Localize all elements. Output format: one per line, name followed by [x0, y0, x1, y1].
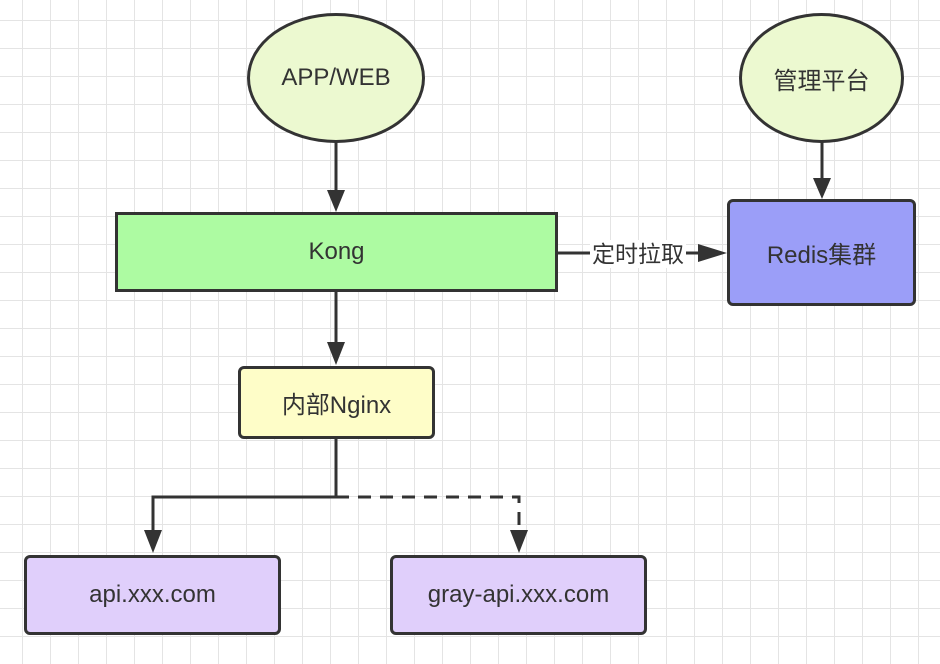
- node-admin-platform: 管理平台: [739, 13, 904, 143]
- node-redis-cluster-label: Redis集群: [766, 242, 877, 269]
- node-gray-api: gray-api.xxx.com: [390, 555, 647, 635]
- node-kong: Kong: [115, 212, 558, 292]
- arrowhead-kong-to-redis: [698, 244, 727, 262]
- arrowhead-admin-to-redis: [813, 178, 831, 199]
- arrowhead-kong-to-nginx: [327, 342, 345, 365]
- edge-label-kong-to-redis: 定时拉取: [590, 240, 686, 268]
- node-internal-nginx: 内部Nginx: [238, 366, 435, 439]
- node-internal-nginx-label: 内部Nginx: [281, 392, 392, 419]
- node-api-label: api.xxx.com: [89, 581, 216, 608]
- edge-nginx-to-gray-api: [336, 495, 521, 536]
- node-redis-cluster: Redis集群: [727, 199, 916, 306]
- node-kong-label: Kong: [308, 238, 365, 265]
- node-gray-api-label: gray-api.xxx.com: [427, 581, 610, 608]
- arrowhead-nginx-to-gray-api: [510, 530, 528, 553]
- node-admin-platform-label: 管理平台: [773, 67, 870, 95]
- arrowhead-nginx-to-api: [144, 530, 162, 553]
- arrowhead-appweb-to-kong: [327, 190, 345, 212]
- node-app-web: APP/WEB: [247, 13, 425, 143]
- node-app-web-label: APP/WEB: [281, 64, 391, 91]
- edge-nginx-to-api: [151, 438, 338, 536]
- node-api: api.xxx.com: [24, 555, 281, 635]
